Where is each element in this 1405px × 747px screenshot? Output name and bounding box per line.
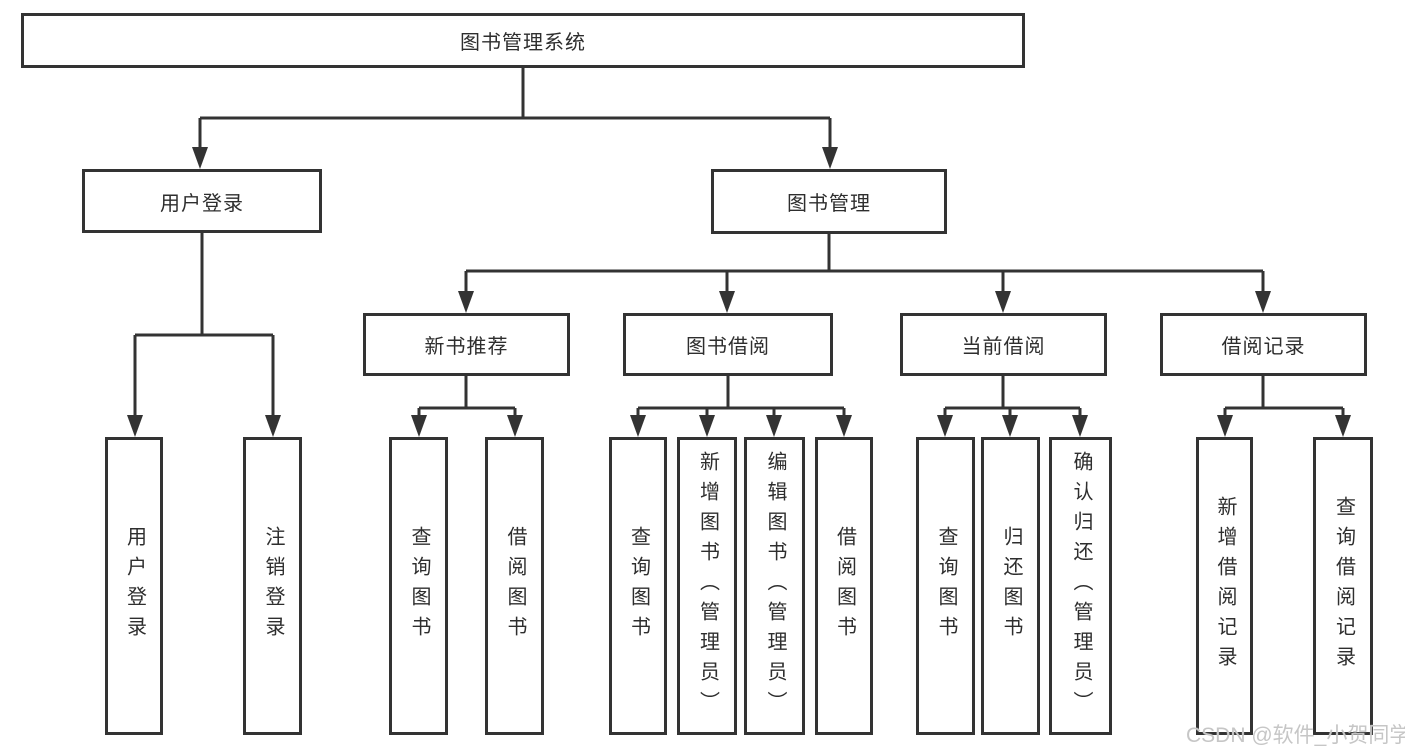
leaf-user-login-label: 用户登录 (123, 526, 146, 646)
leaf-logout: 注销登录 (243, 437, 302, 735)
leaf-add-borrow-record: 新增借阅记录 (1196, 437, 1253, 735)
node-new-book-recommend-label: 新书推荐 (424, 336, 509, 358)
node-current-borrow: 当前借阅 (900, 313, 1107, 376)
node-user-login-label: 用户登录 (160, 192, 244, 215)
node-book-borrow: 图书借阅 (623, 313, 833, 376)
node-library-system-label: 图书管理系统 (460, 32, 586, 54)
leaf-edit-book-admin: 编辑图书（管理员） (744, 437, 805, 735)
node-book-management: 图书管理 (711, 169, 947, 234)
node-current-borrow-label: 当前借阅 (961, 336, 1046, 358)
node-book-management-label: 图书管理 (787, 193, 871, 215)
leaf-return-book: 归还图书 (981, 437, 1040, 735)
leaf-add-book-admin: 新增图书（管理员） (677, 437, 737, 735)
node-borrow-records: 借阅记录 (1160, 313, 1367, 376)
leaf-query-books-recommend-label: 查询图书 (408, 526, 430, 646)
leaf-edit-book-admin-label: 编辑图书（管理员） (764, 451, 786, 721)
csdn-watermark: CSDN @软件_小贺同学 (1186, 724, 1405, 747)
node-user-login: 用户登录 (82, 169, 322, 233)
leaf-return-book-label: 归还图书 (1000, 526, 1022, 646)
leaf-query-books-borrow-label: 查询图书 (627, 526, 650, 646)
leaf-query-books-borrow: 查询图书 (609, 437, 667, 735)
node-borrow-records-label: 借阅记录 (1221, 336, 1306, 358)
node-book-borrow-label: 图书借阅 (686, 336, 770, 358)
leaf-query-books-current-label: 查询图书 (935, 526, 957, 646)
leaf-logout-label: 注销登录 (262, 526, 284, 646)
leaf-query-books-recommend: 查询图书 (389, 437, 448, 735)
leaf-borrow-books-recommend: 借阅图书 (485, 437, 544, 735)
node-library-system: 图书管理系统 (21, 13, 1025, 68)
leaf-add-book-admin-label: 新增图书（管理员） (696, 451, 719, 721)
leaf-borrow-books: 借阅图书 (815, 437, 873, 735)
node-new-book-recommend: 新书推荐 (363, 313, 570, 376)
leaf-query-borrow-record-label: 查询借阅记录 (1332, 496, 1355, 676)
leaf-user-login: 用户登录 (105, 437, 163, 735)
leaf-borrow-books-label: 借阅图书 (833, 526, 856, 646)
leaf-confirm-return-admin-label: 确认归还（管理员） (1070, 451, 1092, 721)
leaf-borrow-books-recommend-label: 借阅图书 (504, 526, 526, 646)
leaf-add-borrow-record-label: 新增借阅记录 (1214, 496, 1236, 676)
leaf-confirm-return-admin: 确认归还（管理员） (1049, 437, 1112, 735)
leaf-query-books-current: 查询图书 (916, 437, 975, 735)
leaf-query-borrow-record: 查询借阅记录 (1313, 437, 1373, 735)
